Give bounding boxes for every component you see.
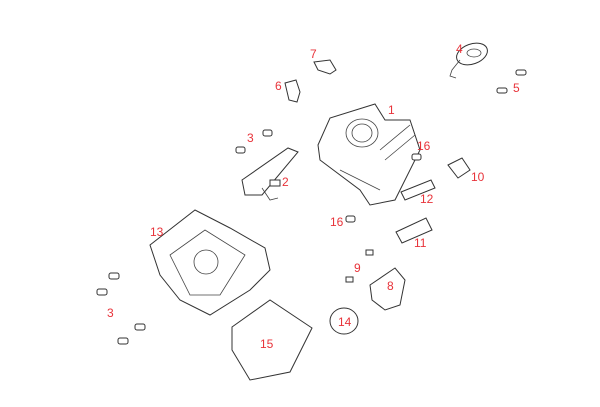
part-14-disc — [329, 307, 359, 335]
part-2-handle — [241, 147, 299, 201]
callout-16-upper: 16 — [417, 139, 431, 153]
callout-9: 9 — [354, 261, 361, 275]
part-9-screws — [345, 249, 374, 283]
callout-8: 8 — [387, 279, 394, 293]
callout-15: 15 — [260, 337, 274, 351]
callout-16-lower: 16 — [330, 215, 344, 229]
callout-4: 4 — [456, 42, 463, 56]
part-5-screws — [496, 69, 527, 94]
callout-12: 12 — [420, 192, 434, 206]
callout-6: 6 — [275, 79, 282, 93]
part-6-gasket — [284, 79, 301, 103]
callout-10: 10 — [471, 170, 485, 184]
part-4-switch — [449, 42, 488, 79]
callout-1: 1 — [388, 103, 395, 117]
callout-11: 11 — [414, 236, 427, 250]
part-7-gasket — [313, 59, 337, 75]
callout-5: 5 — [513, 81, 520, 95]
callout-3-lower: 3 — [107, 306, 114, 320]
callout-7: 7 — [310, 47, 317, 61]
callout-3-upper: 3 — [247, 131, 254, 145]
callout-13: 13 — [150, 225, 164, 239]
part-16-screws — [345, 153, 422, 223]
part-8-cover — [369, 267, 406, 311]
callout-2: 2 — [282, 175, 289, 189]
part-10-clip — [447, 157, 471, 179]
part-1-housing — [317, 103, 421, 206]
part-11-bracket — [395, 217, 433, 244]
part-13-base — [149, 209, 271, 316]
part-3-screws-upper — [235, 129, 273, 154]
part-12-plate — [400, 179, 436, 201]
part-3-screws-lower — [96, 272, 146, 345]
part-15-gasket — [231, 299, 313, 381]
callout-14: 14 — [338, 315, 352, 329]
